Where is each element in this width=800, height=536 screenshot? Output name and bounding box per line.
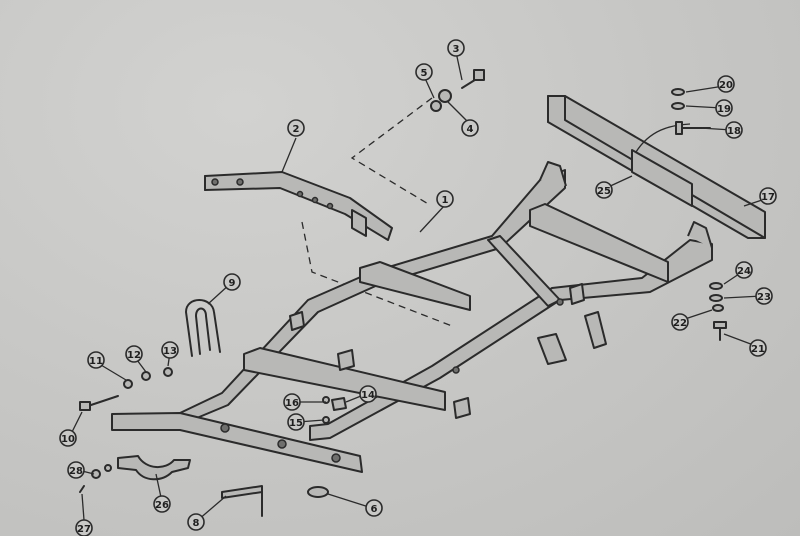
callout-17: 17 [759,187,777,205]
svg-text:8: 8 [193,518,200,529]
callout-15: 15 [287,413,305,431]
callout-16: 16 [283,393,301,411]
callout-2: 2 [287,119,305,137]
callout-28: 28 [67,461,85,479]
svg-text:10: 10 [61,434,75,445]
svg-text:27: 27 [77,524,91,535]
callout-25: 25 [595,181,613,199]
callout-3: 3 [447,39,465,57]
svg-text:19: 19 [717,104,731,115]
svg-text:6: 6 [371,504,378,515]
svg-text:4: 4 [467,124,474,135]
svg-text:25: 25 [597,186,611,197]
svg-text:12: 12 [127,350,141,361]
svg-text:13: 13 [163,346,177,357]
callout-26: 26 [153,495,171,513]
callout-9: 9 [223,273,241,291]
callout-13: 13 [161,341,179,359]
callout-22: 22 [671,313,689,331]
callout-21: 21 [749,339,767,357]
callout-5: 5 [415,63,433,81]
svg-text:18: 18 [727,126,741,137]
callout-19: 19 [715,99,733,117]
svg-text:20: 20 [719,80,733,91]
svg-text:24: 24 [737,266,751,277]
svg-text:11: 11 [89,356,103,367]
callout-20: 20 [717,75,735,93]
callout-18: 18 [725,121,743,139]
callout-27: 27 [75,519,93,536]
callout-8: 8 [187,513,205,531]
front-crossbar [204,171,393,241]
svg-text:28: 28 [69,466,83,477]
svg-text:2: 2 [293,124,300,135]
u-bolt-9 [185,299,221,357]
svg-text:16: 16 [285,398,299,409]
svg-text:3: 3 [453,44,460,55]
callout-14: 14 [359,385,377,403]
svg-text:22: 22 [673,318,687,329]
svg-text:1: 1 [442,195,449,206]
alignment-lines [301,97,453,327]
svg-text:15: 15 [289,418,303,429]
loose-parts [79,69,727,517]
callout-24: 24 [735,261,753,279]
svg-text:21: 21 [751,344,765,355]
callouts: 1 2 3 4 5 6 8 9 10 11 12 13 14 15 16 17 … [59,39,777,536]
svg-text:9: 9 [229,278,236,289]
callout-23: 23 [755,287,773,305]
callout-1: 1 [436,190,454,208]
frame-rails [111,161,713,473]
svg-text:5: 5 [421,68,428,79]
svg-text:23: 23 [757,292,771,303]
callout-11: 11 [87,351,105,369]
svg-text:26: 26 [155,500,169,511]
callout-10: 10 [59,429,77,447]
svg-text:14: 14 [361,390,375,401]
callout-12: 12 [125,345,143,363]
callout-6: 6 [365,499,383,517]
rear-crossmember [547,95,766,239]
callout-4: 4 [461,119,479,137]
svg-text:17: 17 [761,192,775,203]
